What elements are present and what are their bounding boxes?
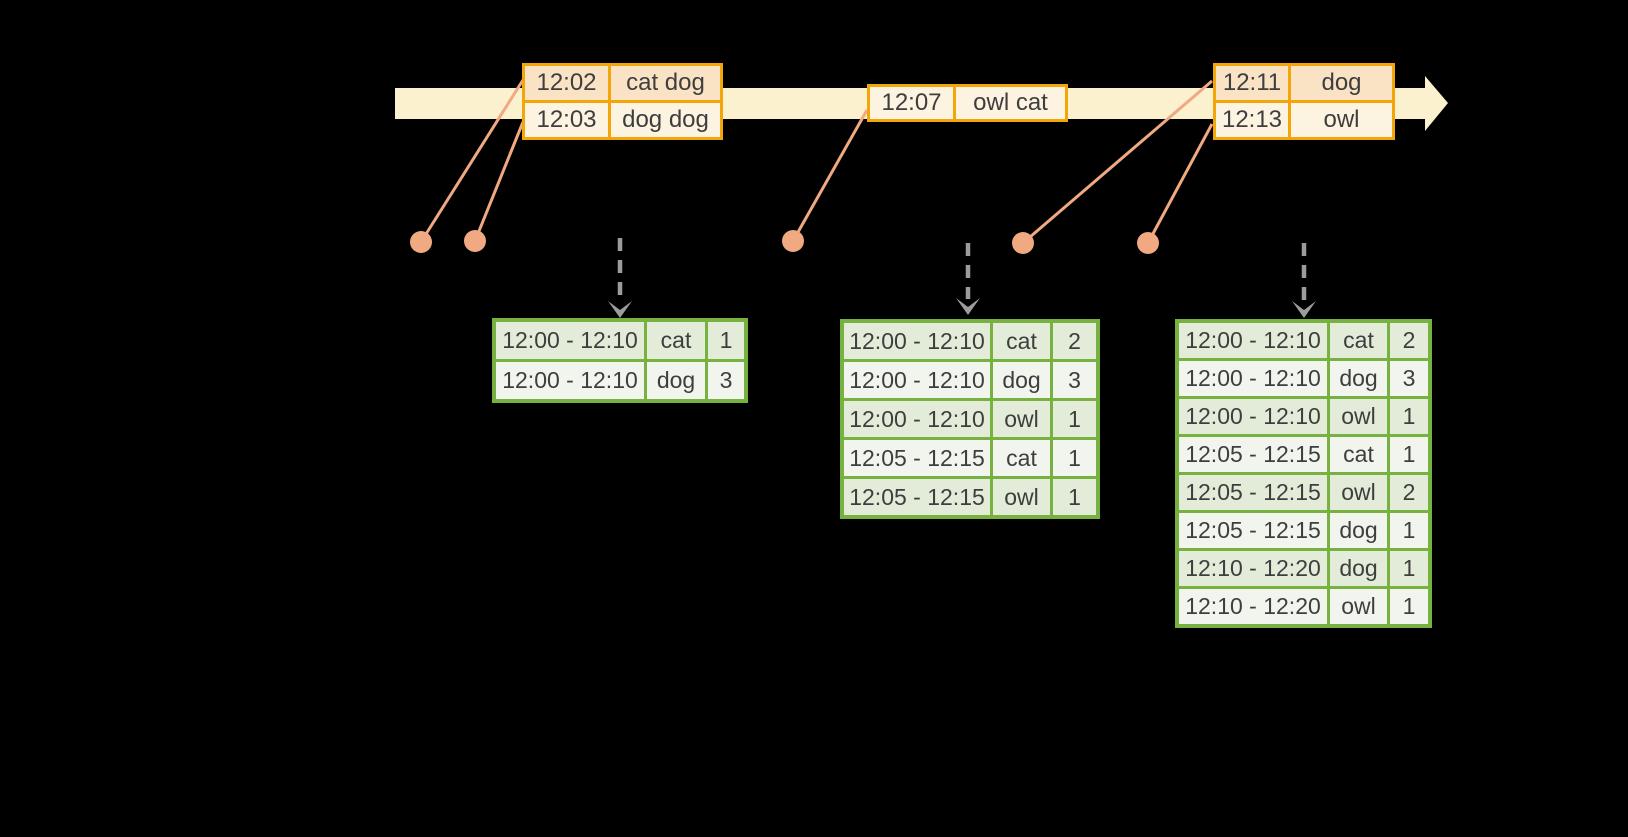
window-cell: 12:00 - 12:10 [1179, 361, 1327, 396]
event-connector-line [419, 79, 525, 243]
event-time-cell: 12:03 [525, 103, 608, 137]
word-cell: owl [1330, 399, 1387, 434]
event-connector-line [473, 121, 525, 242]
word-cell: owl [1330, 589, 1387, 624]
window-cell: 12:00 - 12:10 [496, 362, 644, 399]
word-cell: owl [993, 479, 1050, 515]
count-cell: 3 [1390, 361, 1428, 396]
event-time-cell: 12:02 [525, 66, 608, 100]
count-cell: 1 [1390, 437, 1428, 472]
word-cell: cat [1330, 323, 1387, 358]
event-dot [782, 230, 804, 252]
word-cell: dog [647, 362, 705, 399]
event-time-cell: 12:13 [1216, 103, 1288, 137]
count-cell: 2 [1390, 475, 1428, 510]
window-cell: 12:10 - 12:20 [1179, 551, 1327, 586]
word-cell: cat [647, 322, 705, 359]
word-cell: dog [1330, 513, 1387, 548]
window-cell: 12:05 - 12:15 [844, 479, 990, 515]
timeline-arrowhead-icon [1425, 76, 1448, 131]
count-cell: 1 [1053, 401, 1096, 437]
word-cell: dog [993, 362, 1050, 398]
window-cell: 12:00 - 12:10 [844, 362, 990, 398]
count-cell: 1 [1390, 399, 1428, 434]
event-dot [464, 230, 486, 252]
word-cell: cat [993, 323, 1050, 359]
window-cell: 12:00 - 12:10 [1179, 399, 1327, 434]
event-time-cell: 12:11 [1216, 66, 1288, 100]
window-cell: 12:00 - 12:10 [844, 323, 990, 359]
word-cell: owl [1330, 475, 1387, 510]
count-cell: 1 [1053, 440, 1096, 476]
count-cell: 1 [1390, 513, 1428, 548]
word-cell: cat [1330, 437, 1387, 472]
word-cell: dog [1330, 551, 1387, 586]
trigger-arrow [956, 243, 980, 315]
count-cell: 1 [1390, 589, 1428, 624]
event-dot [1137, 232, 1159, 254]
event-words-cell: owl cat [956, 87, 1065, 119]
window-cell: 12:00 - 12:10 [1179, 323, 1327, 358]
word-cell: owl [993, 401, 1050, 437]
event-words-cell: dog [1291, 66, 1392, 100]
count-cell: 3 [1053, 362, 1096, 398]
event-words-cell: dog dog [611, 103, 720, 137]
event-dot [410, 231, 432, 253]
window-cell: 12:00 - 12:10 [496, 322, 644, 359]
trigger-arrow [608, 238, 632, 318]
window-cell: 12:05 - 12:15 [1179, 513, 1327, 548]
trigger-arrow [1292, 243, 1316, 318]
word-cell: cat [993, 440, 1050, 476]
arrow-down-icon [608, 301, 632, 318]
word-cell: dog [1330, 361, 1387, 396]
window-cell: 12:05 - 12:15 [1179, 475, 1327, 510]
event-words-cell: owl [1291, 103, 1392, 137]
count-cell: 2 [1053, 323, 1096, 359]
window-cell: 12:05 - 12:15 [844, 440, 990, 476]
count-cell: 3 [708, 362, 744, 399]
event-dot [1012, 232, 1034, 254]
arrow-down-icon [956, 298, 980, 315]
count-cell: 1 [1053, 479, 1096, 515]
event-connector-line [1146, 123, 1214, 244]
window-cell: 12:00 - 12:10 [844, 401, 990, 437]
window-cell: 12:10 - 12:20 [1179, 589, 1327, 624]
count-cell: 1 [1390, 551, 1428, 586]
window-cell: 12:05 - 12:15 [1179, 437, 1327, 472]
event-words-cell: cat dog [611, 66, 720, 100]
event-connector-line [1022, 79, 1213, 245]
count-cell: 1 [708, 322, 744, 359]
arrow-down-icon [1292, 301, 1316, 318]
event-connector-line [791, 109, 869, 242]
event-time-cell: 12:07 [870, 87, 953, 119]
count-cell: 2 [1390, 323, 1428, 358]
